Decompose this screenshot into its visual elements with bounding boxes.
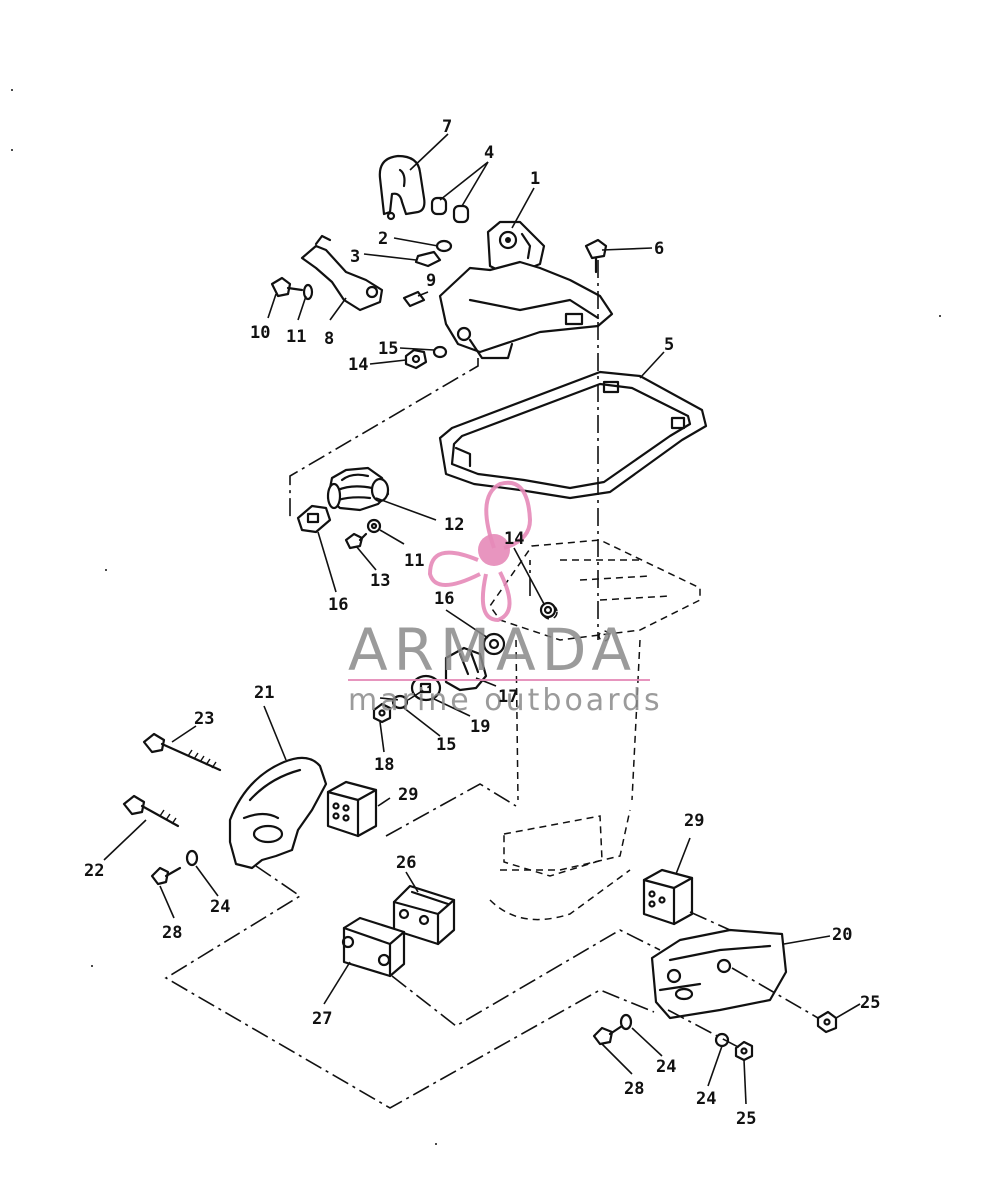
part-28-bolt-left [150,866,182,886]
part-24-washer-center [619,1013,633,1031]
mount-bracket-plate [438,260,614,360]
callout-9: 9 [426,271,436,291]
callout-18: 18 [374,755,394,775]
part-4-bushings [430,196,470,224]
driveshaft-housing [489,539,701,921]
part-10-bolt [270,276,304,298]
callout-14-top: 14 [348,355,368,375]
callout-6: 6 [654,239,664,259]
callout-21: 21 [254,683,274,703]
part-25-nut-lower [734,1040,754,1062]
part-8-arm [300,234,384,312]
callout-7: 7 [442,117,452,137]
assembly-lines [164,260,819,1109]
callout-17: 17 [498,687,518,707]
part-15-washer [432,345,448,359]
watermark-brand: ARMADA [348,616,637,684]
callout-29-left: 29 [398,785,418,805]
callout-29-right: 29 [684,811,704,831]
part-24-washer-left [185,849,199,867]
part-16-plate-lower [482,632,506,656]
callout-15-mid: 15 [436,735,456,755]
watermark: ARMADA marine outboards [348,480,663,718]
callout-28-right: 28 [624,1079,644,1099]
part-20-bracket-right [650,928,788,1020]
callout-5: 5 [664,335,674,355]
callout-15-top: 15 [378,339,398,359]
callout-16-mid: 16 [434,589,454,609]
callout-16-left: 16 [328,595,348,615]
part-5-gasket [438,370,708,500]
callout-8: 8 [324,329,334,349]
propeller-logo-icon [427,480,533,623]
part-29-cube-right [642,868,694,926]
part-25-nut-right [816,1010,838,1034]
callout-24-right: 24 [696,1089,716,1109]
callout-23: 23 [194,709,214,729]
callout-2: 2 [378,229,388,249]
callout-25-right: 25 [860,993,880,1013]
callout-22: 22 [84,861,104,881]
part-7-cap [378,154,426,221]
part-29-cube-left [326,780,378,838]
part-3-nut [414,250,442,268]
part-21-bracket-left [228,756,328,870]
callout-4: 4 [484,143,494,163]
callout-25-bottom: 25 [736,1109,756,1129]
callout-13: 13 [370,571,390,591]
watermark-tagline: marine outboards [348,683,663,718]
part-28-bolt-right [592,1024,624,1046]
callout-3: 3 [350,247,360,267]
callout-10: 10 [250,323,270,343]
part-6-screw [584,238,608,274]
part-19-washer [410,674,442,702]
callout-14-mid: 14 [504,529,524,549]
part-12-rubber-mount [326,466,390,512]
callout-12: 12 [444,515,464,535]
callout-11-mid: 11 [404,551,424,571]
part-27-rubber-block [341,916,406,978]
part-23-long-bolt [142,732,222,772]
part-22-bolt [122,794,180,828]
callout-24-center: 24 [656,1057,676,1077]
callout-26: 26 [396,853,416,873]
callout-19: 19 [470,717,490,737]
callout-labels: 7 4 1 2 3 6 9 8 11 10 15 14 5 12 11 13 1… [84,117,880,1129]
part-11-washer [302,283,314,301]
callout-11-top: 11 [286,327,306,347]
leader-lines [103,133,861,1105]
part-14-nut [404,348,428,370]
part-2-washer [435,239,453,253]
part-18-nut [372,702,392,724]
part-16-plate [296,504,332,534]
callout-27: 27 [312,1009,332,1029]
part-14-nut-lower [539,601,557,619]
callout-1: 1 [530,169,540,189]
part-13-screw [344,532,368,550]
callout-24-left: 24 [210,897,230,917]
print-specks [11,89,941,1145]
callout-20: 20 [832,925,852,945]
callout-28-left: 28 [162,923,182,943]
part-11-lock-washer [366,518,382,534]
